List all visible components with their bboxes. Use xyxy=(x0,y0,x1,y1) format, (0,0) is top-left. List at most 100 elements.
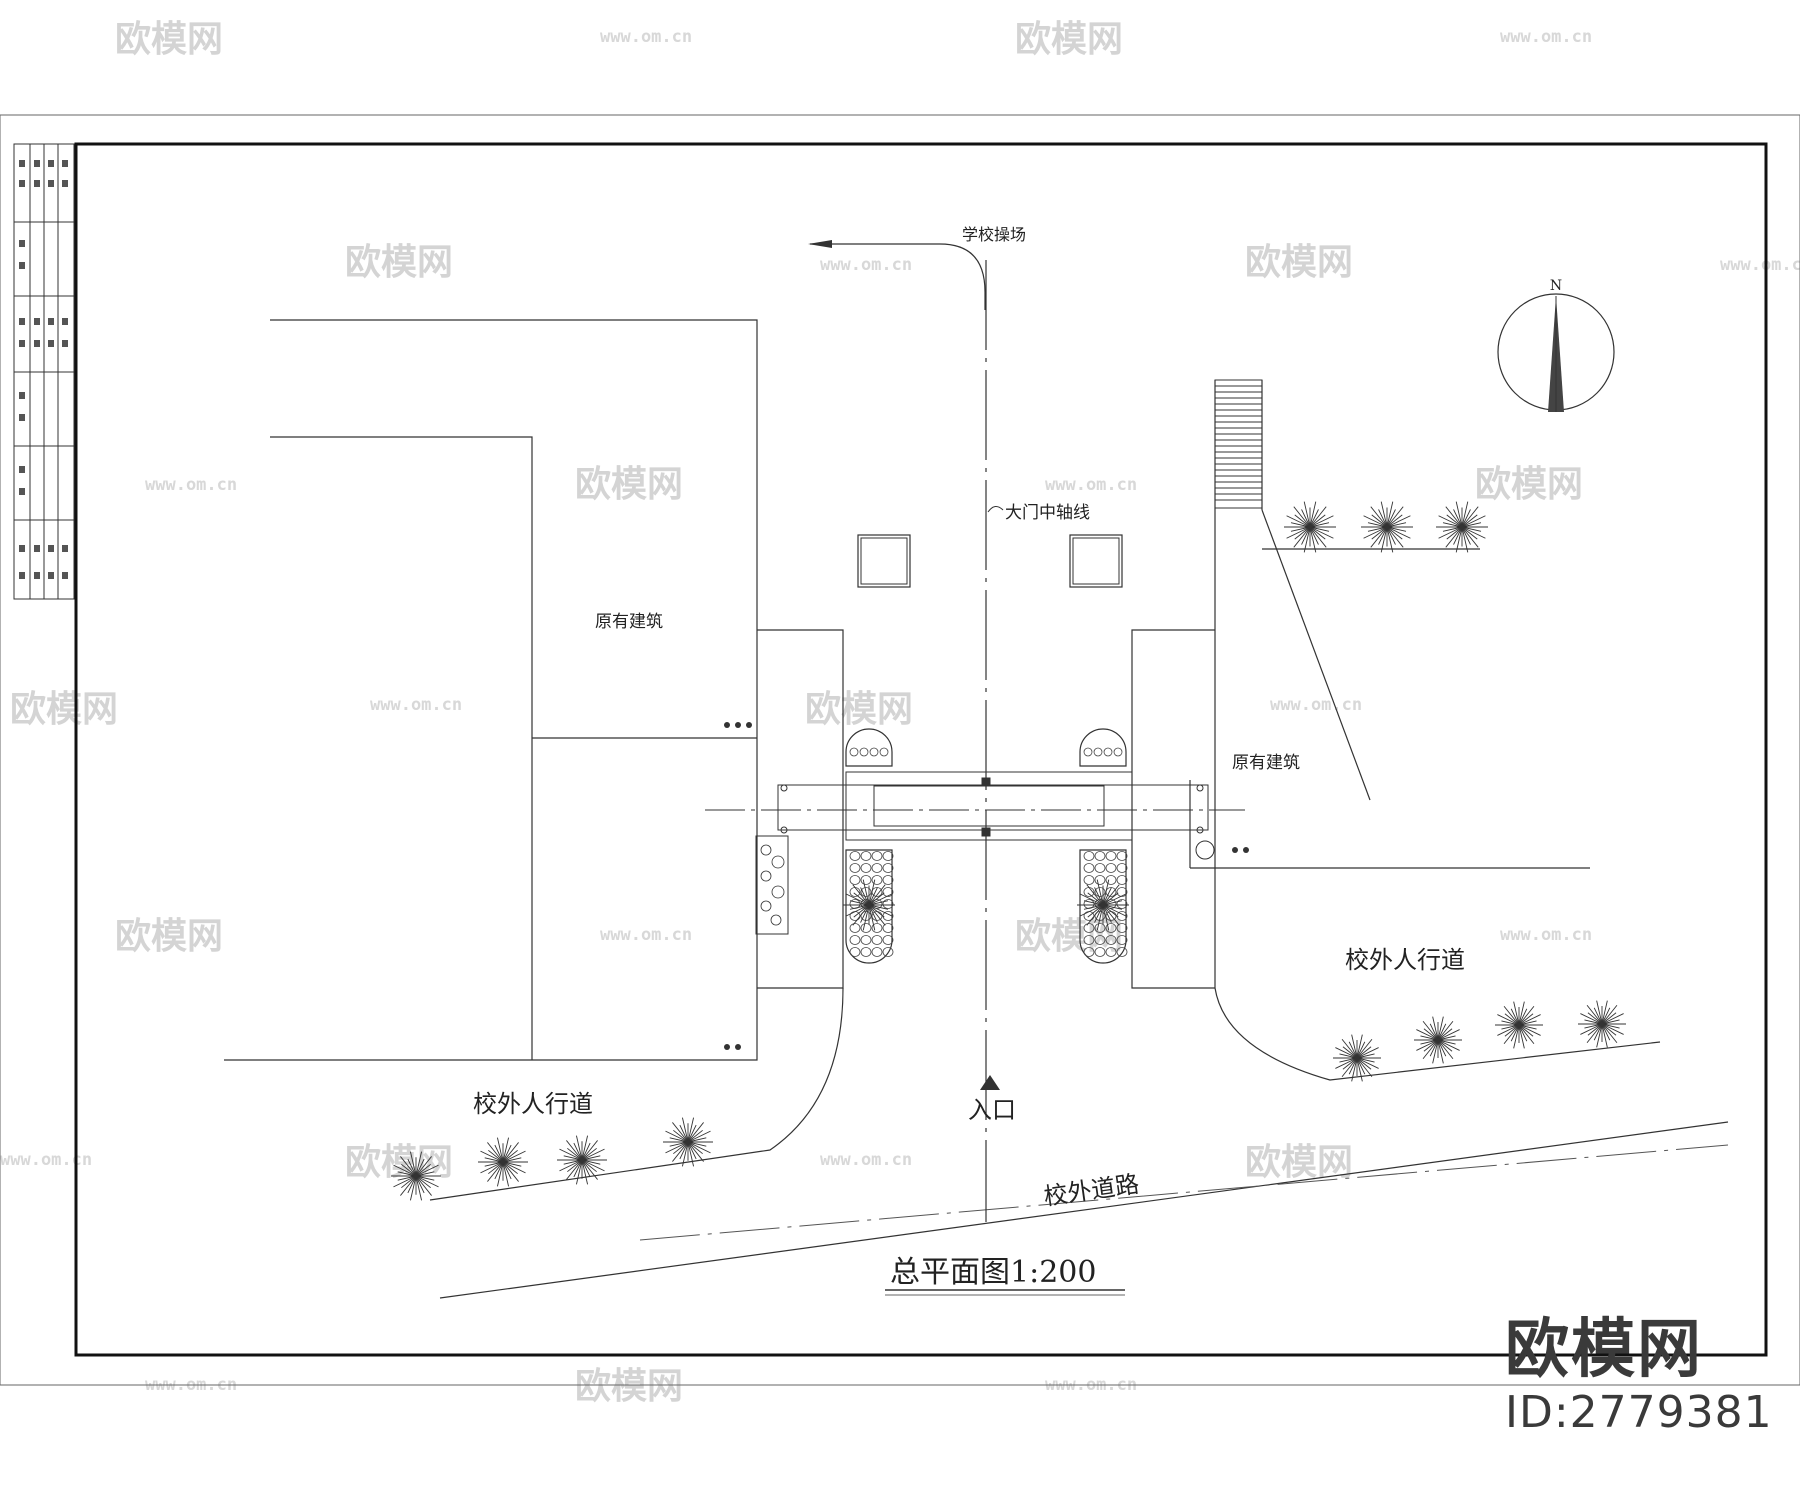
planter-stone xyxy=(1094,875,1106,885)
shrub-icon xyxy=(1414,1016,1462,1064)
watermark-logo: 欧模网 xyxy=(1245,1142,1353,1183)
sheet-outer-border xyxy=(0,114,1800,1386)
planter-stone xyxy=(1105,947,1117,957)
gate-pillar-left-inner xyxy=(860,537,908,585)
watermark-logo: 欧模网 xyxy=(345,242,453,283)
watermark-logo: 欧模网 xyxy=(575,1366,683,1407)
planter-flower xyxy=(869,747,879,757)
watermark-logo: 欧模网 xyxy=(805,689,913,730)
shrub-icon xyxy=(1578,1000,1626,1048)
planter-flower xyxy=(879,747,889,757)
planter-flower xyxy=(1083,747,1093,757)
watermark-logo: 欧模网 xyxy=(115,916,223,957)
watermark-logo: 欧模网 xyxy=(1015,19,1123,60)
road-centerline xyxy=(639,1144,1729,1241)
planter-stone xyxy=(1094,887,1106,897)
planter-left xyxy=(845,728,893,964)
planter-stone xyxy=(849,863,861,873)
playground-arrow xyxy=(808,240,832,248)
planter-stone xyxy=(882,923,894,933)
shrub-icon xyxy=(1333,1034,1381,1082)
playground-path xyxy=(810,243,986,310)
planter-stone xyxy=(1083,923,1095,933)
planter-stone xyxy=(882,851,894,861)
planter-right xyxy=(1079,728,1127,964)
drawing-title: 总平面图1:200 xyxy=(890,1255,1096,1290)
lamp-base xyxy=(1195,840,1215,860)
marker-dots xyxy=(724,722,1249,1050)
watermark-url: www.om.cn xyxy=(1500,925,1592,945)
planter-stone xyxy=(882,863,894,873)
planter-stone xyxy=(860,851,872,861)
gate-left-flank xyxy=(757,629,844,989)
planter-stone xyxy=(860,875,872,885)
planter-stone xyxy=(849,935,861,945)
watermark-url: www.om.cn xyxy=(820,255,912,275)
gate-pillar-left xyxy=(857,534,911,588)
shrub-icon xyxy=(478,1137,528,1187)
planter-stone xyxy=(882,887,894,897)
planter-stone xyxy=(1116,923,1128,933)
planter-flower xyxy=(859,747,869,757)
planter-stone xyxy=(1105,875,1117,885)
sidewalk-right-label: 校外人行道 xyxy=(1345,946,1465,974)
planter-stone xyxy=(1116,851,1128,861)
watermark-logo: 欧模网 xyxy=(115,19,223,60)
planter-stone xyxy=(860,947,872,957)
entrance-arrow xyxy=(980,1075,1000,1090)
planter-stone xyxy=(871,863,883,873)
planter-stone xyxy=(1094,947,1106,957)
planter-stone xyxy=(1116,863,1128,873)
axis-label: 大门中轴线 xyxy=(1005,503,1090,523)
hedge-bed-left xyxy=(755,835,789,935)
watermark-url: www.om.cn xyxy=(600,27,692,47)
gate-pillar-right-inner xyxy=(1072,537,1120,585)
watermark-url: www.om.cn xyxy=(600,925,692,945)
planter-stone xyxy=(849,851,861,861)
shrub-icon xyxy=(1495,1001,1543,1049)
shrub-icon xyxy=(1284,501,1336,553)
building-right-label: 原有建筑 xyxy=(1232,753,1300,773)
watermark-layer: 欧模网欧模网欧模网欧模网欧模网欧模网欧模网欧模网欧模网欧模网欧模网欧模网欧模网w… xyxy=(0,19,1800,1407)
planter-stone xyxy=(1083,851,1095,861)
planter-stone xyxy=(860,935,872,945)
watermark-logo: 欧模网 xyxy=(1475,464,1583,505)
stairs xyxy=(1214,379,1263,509)
building-left-label: 原有建筑 xyxy=(595,612,663,632)
watermark-logo: 欧模网 xyxy=(345,1142,453,1183)
gate-pillar-right xyxy=(1069,534,1123,588)
planter-stone xyxy=(1083,863,1095,873)
planter-flower xyxy=(1103,747,1113,757)
planter-stone xyxy=(882,947,894,957)
planter-stone xyxy=(1105,851,1117,861)
building-left xyxy=(224,319,758,1061)
sidewalk-left-label: 校外人行道 xyxy=(473,1090,593,1118)
planter-stone xyxy=(1094,863,1106,873)
shrub-icon xyxy=(663,1117,713,1167)
watermark-logo: 欧模网 xyxy=(1245,242,1353,283)
shrub-icon xyxy=(391,1151,441,1201)
planter-stone xyxy=(860,863,872,873)
brand-logo: 欧模网 xyxy=(1505,1313,1703,1387)
shrubs xyxy=(391,501,1626,1201)
watermark-url: www.om.cn xyxy=(145,475,237,495)
planter-stone xyxy=(1094,851,1106,861)
playground-label: 学校操场 xyxy=(962,225,1026,244)
axis-label-leader xyxy=(987,506,1004,513)
shrub-icon xyxy=(843,879,895,931)
planter-stone xyxy=(1083,947,1095,957)
watermark-url: www.om.cn xyxy=(1270,695,1362,715)
planter-stone xyxy=(871,935,883,945)
planter-stone xyxy=(871,875,883,885)
planter-stone xyxy=(1116,935,1128,945)
planter-stone xyxy=(1116,875,1128,885)
planter-flower xyxy=(849,747,859,757)
watermark-url: www.om.cn xyxy=(1720,255,1800,275)
watermark-url: www.om.cn xyxy=(820,1150,912,1170)
planter-stone xyxy=(849,947,861,957)
entrance-label: 入口 xyxy=(968,1096,1016,1124)
planter-flower xyxy=(1093,747,1103,757)
watermark-url: www.om.cn xyxy=(1500,27,1592,47)
